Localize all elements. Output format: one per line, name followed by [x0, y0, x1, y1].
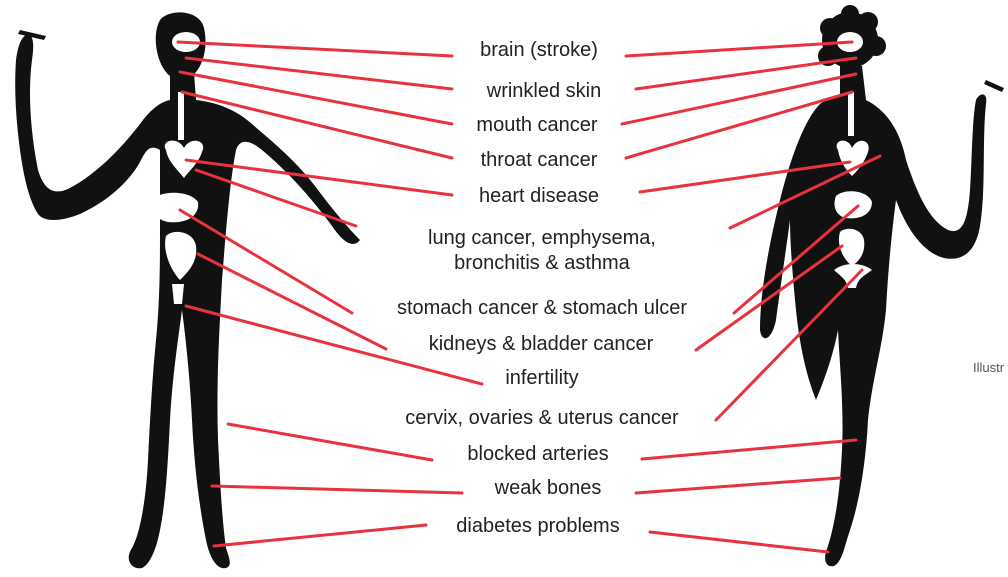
leader-left-arteries [228, 424, 432, 460]
leader-right-diabetes [650, 532, 828, 552]
label-heart: heart disease [479, 185, 599, 207]
label-cervix: cervix, ovaries & uterus cancer [405, 407, 679, 429]
label-throat: throat cancer [481, 149, 598, 171]
leader-left-brain [178, 42, 452, 56]
labels: brain (stroke) wrinkled skin mouth cance… [397, 39, 687, 537]
label-diabetes: diabetes problems [456, 515, 619, 537]
label-skin: wrinkled skin [486, 80, 601, 102]
label-lung-line1: lung cancer, emphysema, [428, 227, 656, 249]
female-trachea-mark [848, 92, 854, 136]
leader-left-skin [186, 58, 452, 89]
label-kidneys: kidneys & bladder cancer [429, 333, 654, 355]
leader-right-bones [636, 478, 840, 493]
label-bones: weak bones [494, 477, 602, 499]
leader-left-diabetes [214, 525, 426, 546]
label-lung-line2: bronchitis & asthma [454, 252, 631, 274]
label-mouth: mouth cancer [476, 114, 598, 136]
label-arteries: blocked arteries [467, 443, 608, 465]
label-stomach: stomach cancer & stomach ulcer [397, 297, 687, 319]
male-bladder-mark [172, 284, 184, 304]
leader-right-skin [636, 58, 856, 89]
illustration-credit: Illustr [973, 360, 1005, 375]
leader-right-arteries [642, 440, 856, 459]
leader-right-brain [626, 42, 852, 56]
male-trachea-mark [178, 92, 184, 140]
label-brain: brain (stroke) [480, 39, 598, 61]
leader-left-bones [212, 486, 462, 493]
label-infertility: infertility [505, 367, 578, 389]
